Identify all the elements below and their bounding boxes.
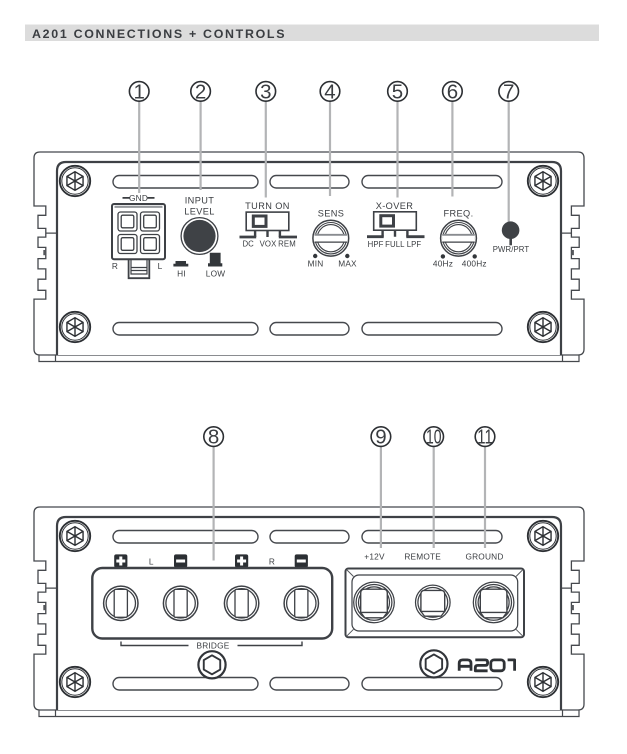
svg-text:R: R <box>112 261 118 271</box>
svg-text:4: 4 <box>324 80 335 103</box>
svg-text:BRIDGE: BRIDGE <box>196 641 229 651</box>
svg-text:TURN ON: TURN ON <box>245 201 290 211</box>
svg-text:R: R <box>269 556 275 566</box>
svg-text:VOX: VOX <box>260 240 277 249</box>
svg-text:REM: REM <box>278 240 296 249</box>
svg-text:2: 2 <box>195 80 206 103</box>
svg-text:LEVEL: LEVEL <box>184 207 215 217</box>
svg-text:MIN: MIN <box>308 259 324 269</box>
svg-text:MAX: MAX <box>338 259 357 269</box>
svg-text:L: L <box>149 556 154 566</box>
svg-text:+12V: +12V <box>364 552 385 562</box>
svg-text:REMOTE: REMOTE <box>404 552 441 562</box>
svg-text:PWR/PRT: PWR/PRT <box>493 245 530 254</box>
svg-text:9: 9 <box>375 426 386 449</box>
svg-text:FULL: FULL <box>385 240 405 249</box>
svg-text:A201 CONNECTIONS + CONTROLS: A201 CONNECTIONS + CONTROLS <box>32 27 286 41</box>
svg-text:LOW: LOW <box>206 269 226 279</box>
svg-text:3: 3 <box>260 80 271 103</box>
svg-text:11: 11 <box>477 426 493 449</box>
svg-text:GND: GND <box>129 193 148 203</box>
svg-text:400Hz: 400Hz <box>462 259 487 269</box>
svg-text:GROUND: GROUND <box>465 552 503 562</box>
svg-text:FREQ.: FREQ. <box>443 209 473 219</box>
svg-text:HPF: HPF <box>368 240 384 249</box>
svg-text:5: 5 <box>392 80 403 103</box>
svg-text:L: L <box>158 261 163 271</box>
svg-text:6: 6 <box>447 80 458 103</box>
svg-text:X-OVER: X-OVER <box>376 201 414 211</box>
svg-text:LPF: LPF <box>407 240 422 249</box>
svg-text:INPUT: INPUT <box>185 196 215 206</box>
svg-text:8: 8 <box>208 426 219 449</box>
svg-text:HI: HI <box>177 269 186 279</box>
svg-text:1: 1 <box>133 80 144 103</box>
svg-text:SENS: SENS <box>318 209 345 219</box>
svg-text:DC: DC <box>242 240 254 249</box>
svg-text:7: 7 <box>503 80 514 103</box>
svg-text:40Hz: 40Hz <box>433 259 453 269</box>
svg-text:10: 10 <box>426 426 442 449</box>
